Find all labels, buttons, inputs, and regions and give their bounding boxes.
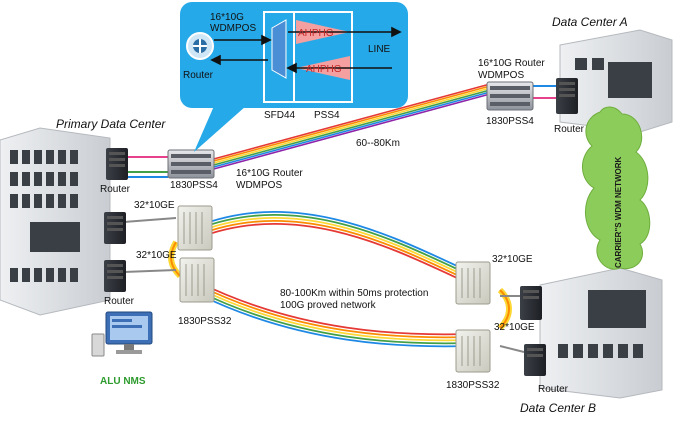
site-primary-title: Primary Data Center xyxy=(56,117,166,131)
callout-sfd-label: SFD44 xyxy=(264,110,296,121)
ge-right-bottom-label: 32*10GE xyxy=(494,322,535,333)
router-icon xyxy=(186,32,214,60)
top-fiber-link xyxy=(209,83,491,171)
pss32-right-bottom xyxy=(455,329,491,373)
ge-right-top-label: 32*10GE xyxy=(492,254,533,265)
ge-left-bottom-label: 32*10GE xyxy=(136,250,177,261)
router-primary-bottom-label: Router xyxy=(104,296,135,307)
nms-label: ALU NMS xyxy=(100,376,146,387)
wdm-primary-line2: WDMPOS xyxy=(236,180,282,191)
pss32-right-top xyxy=(455,261,491,305)
ge-left-top-label: 32*10GE xyxy=(134,200,175,211)
wdm-a-line2: WDMPOS xyxy=(478,70,524,81)
callout-line-label: LINE xyxy=(368,44,391,55)
callout-detail: 16*10G WDMPOS Router AHPHG AHPHG LINE SF… xyxy=(180,2,408,152)
pss32-left-bottom xyxy=(179,257,215,303)
site-a-title: Data Center A xyxy=(552,15,628,29)
pss32-left-label: 1830PSS32 xyxy=(178,316,232,327)
router-primary-bottom xyxy=(104,260,126,292)
pss4-primary xyxy=(167,149,215,179)
callout-amp-top: AHPHG xyxy=(298,28,334,39)
data-center-b-building xyxy=(539,267,663,399)
pss4-primary-label: 1830PSS4 xyxy=(170,180,218,191)
callout-amp-bottom: AHPHG xyxy=(306,64,342,75)
patch-cables xyxy=(123,85,556,353)
callout-router-label: Router xyxy=(183,70,214,81)
router-b-label: Router xyxy=(538,384,569,395)
protection-line1: 80-100Km within 50ms protection xyxy=(280,288,428,299)
router-b-bottom xyxy=(524,344,546,376)
carrier-wdm-network-cloud: CARRIER"S WDM NETWORK xyxy=(582,106,651,270)
protection-line2: 100G proved network xyxy=(280,300,377,311)
pss4-a xyxy=(486,81,534,111)
pss4-a-label: 1830PSS4 xyxy=(486,116,534,127)
router-a xyxy=(556,78,578,114)
distance-top-label: 60--80Km xyxy=(356,138,400,149)
router-b-top xyxy=(520,286,542,320)
callout-wdm-line2: WDMPOS xyxy=(210,23,256,34)
pss32-left-top xyxy=(177,205,213,251)
callout-wdm-line1: 16*10G xyxy=(210,12,244,23)
router-primary-mid xyxy=(104,212,126,244)
router-a-label: Router xyxy=(554,124,585,135)
data-center-a-building xyxy=(559,29,673,133)
mux-triangle xyxy=(271,19,287,79)
primary-data-center-building xyxy=(0,127,111,316)
pss32-right-label: 1830PSS32 xyxy=(446,380,500,391)
bottom-fiber-ring xyxy=(168,211,512,348)
nms-computer-icon xyxy=(91,311,153,357)
wdm-a-line1: 16*10G Router xyxy=(478,58,545,69)
wdm-primary-line1: 16*10G Router xyxy=(236,168,303,179)
carrier-label: CARRIER"S WDM NETWORK xyxy=(614,156,623,268)
router-primary-top xyxy=(106,148,128,180)
callout-pss-label: PSS4 xyxy=(314,110,340,121)
router-primary-top-label: Router xyxy=(100,184,131,195)
site-b-title: Data Center B xyxy=(520,401,596,415)
